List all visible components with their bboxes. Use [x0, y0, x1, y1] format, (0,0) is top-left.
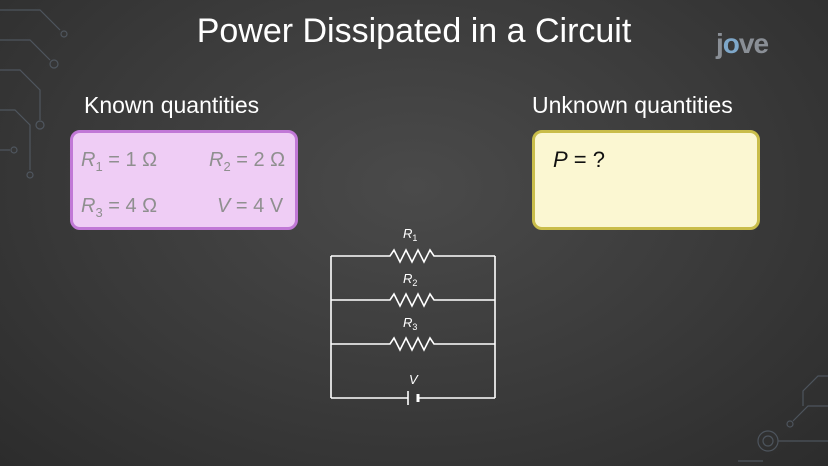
decorative-traces-top-left: [0, 9, 68, 179]
unknown-p: P = ?: [553, 147, 605, 172]
known-quantities-heading: Known quantities: [84, 92, 260, 118]
known-r2: R2 = 2 Ω: [209, 149, 286, 174]
known-quantities-box: R1 = 1 Ω R2 = 2 Ω R3 = 4 Ω V = 4 V: [70, 130, 298, 230]
known-v: V = 4 V: [217, 195, 284, 217]
page-title: Power Dissipated in a Circuit: [196, 12, 632, 50]
unknown-quantities-box: P = ?: [532, 130, 760, 230]
resistor-r3: [331, 336, 495, 352]
decorative-traces-bottom-right: [738, 375, 828, 462]
r1-label: R1: [403, 226, 417, 243]
jove-logo: jove: [716, 28, 769, 59]
resistor-r2: [331, 292, 495, 308]
resistor-r1: [331, 248, 495, 264]
unknown-quantities-heading: Unknown quantities: [532, 92, 733, 118]
r3-label: R3: [403, 315, 417, 332]
r2-label: R2: [403, 271, 417, 288]
battery-label: V: [409, 372, 419, 387]
known-r3: R3 = 4 Ω: [81, 195, 158, 220]
known-r1: R1 = 1 Ω: [81, 149, 158, 174]
